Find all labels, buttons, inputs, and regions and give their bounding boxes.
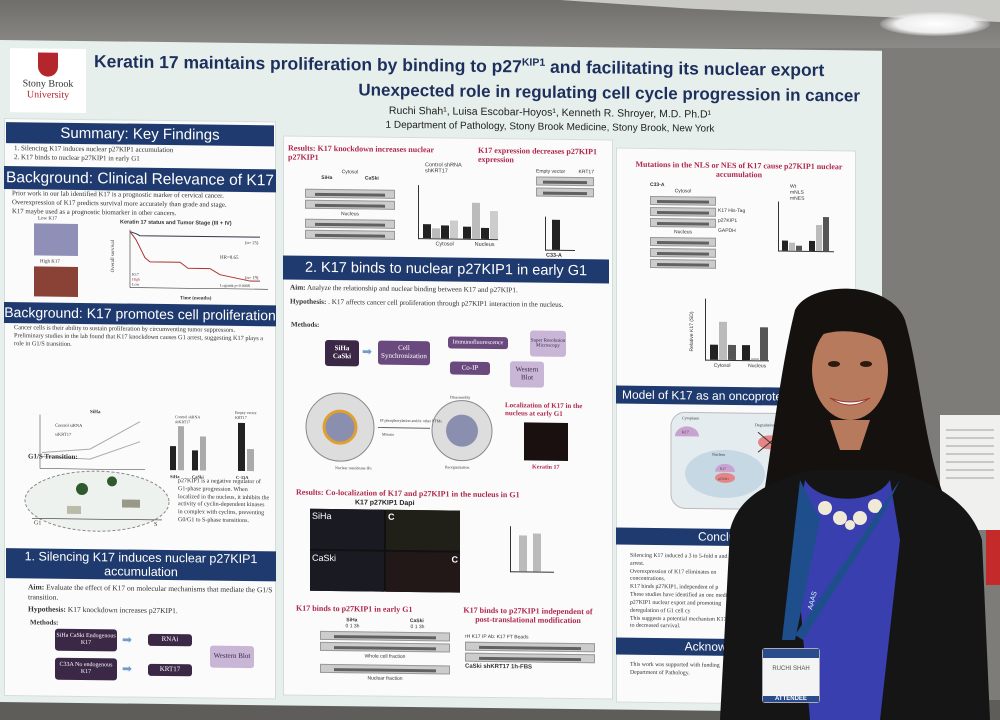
svg-text:Time (months): Time (months) xyxy=(180,296,212,301)
svg-text:Cytoplasm: Cytoplasm xyxy=(682,415,700,420)
flow-krt17: KRT17 xyxy=(148,663,192,677)
mutations-title: Mutations in the NLS or NES of K17 cause… xyxy=(635,159,843,180)
flow-cell-sync: Cell Synchronization xyxy=(378,340,430,366)
arrow-icon: ➡ xyxy=(122,632,133,647)
name-badge: RUCHI SHAH ATTENDEE xyxy=(762,648,820,703)
flow-super-resolution: Super Resolution Microscopy xyxy=(530,330,566,357)
svg-text:KRT17: KRT17 xyxy=(235,415,247,420)
section2-header: 2. K17 binds to nuclear p27KIP1 in early… xyxy=(283,255,609,284)
localization-title: Localization of K17 in the nucleus at ea… xyxy=(505,401,583,418)
flow-rnai: RNAi xyxy=(148,633,192,647)
svg-text:SiHa: SiHa xyxy=(170,474,180,479)
coloc-images: SiHa C CaSki C xyxy=(310,508,460,593)
section1-aim: Aim: Evaluate the effect of K17 on molec… xyxy=(28,582,273,602)
summary-list: 1. Silencing K17 induces nuclear p27KIP1… xyxy=(14,144,174,163)
bind1-title: K17 binds to p27KIP1 in early G1 xyxy=(296,603,413,615)
arrow-icon: ➡ xyxy=(362,344,373,359)
svg-text:Logrank p=0.0008: Logrank p=0.0008 xyxy=(220,283,250,288)
clinical-header: Background: Clinical Relevance of K17 xyxy=(4,166,276,193)
svg-text:C-33A: C-33A xyxy=(236,475,249,480)
high-k17-image xyxy=(34,266,78,297)
keratin-nucleus-diagram: IF phosphorylation and/or other PTMs Mit… xyxy=(305,392,493,471)
svg-text:(n= 19): (n= 19) xyxy=(245,275,259,280)
prolif-bullets: Cancer cells is their ability to sustain… xyxy=(14,324,264,349)
section1-header: 1. Silencing K17 induces nuclear p27KIP1… xyxy=(6,548,276,582)
svg-text:HR=8.65: HR=8.65 xyxy=(220,256,239,261)
results2-chart xyxy=(545,216,575,252)
svg-text:IF phosphorylation and/or othe: IF phosphorylation and/or other PTMs xyxy=(380,418,442,424)
person: AAAS xyxy=(720,288,990,720)
svg-text:siKRT17: siKRT17 xyxy=(55,432,72,437)
svg-text:SiHa: SiHa xyxy=(90,410,101,415)
results1-title: Results: K17 knockdown increases nuclear… xyxy=(288,143,434,162)
flow-siha-caski: SiHa CaSki Endogenous K17 xyxy=(55,628,117,652)
survival-chart: Overall survival HR=8.65 (n= 25) (n= 19)… xyxy=(111,229,268,302)
svg-text:(n= 25): (n= 25) xyxy=(245,240,259,245)
flow-c33a: C33A No endogenous K17 xyxy=(55,657,117,681)
low-k17-image xyxy=(34,223,78,256)
university-logo: Stony Brook University xyxy=(10,48,86,114)
summary-header: Summary: Key Findings xyxy=(6,122,274,147)
prolif-header: Background: K17 promotes cell proliferat… xyxy=(4,302,276,327)
shield-icon xyxy=(38,52,58,77)
bind2-title: K17 binds to p27KIP1 independent of post… xyxy=(463,605,593,626)
poster-subtitle: Unexpected role in regulating cell cycle… xyxy=(358,80,860,106)
flow-western-blot: Western Blot xyxy=(210,645,254,669)
svg-text:Disassembly: Disassembly xyxy=(450,394,470,399)
svg-text:Mitosis: Mitosis xyxy=(382,432,394,437)
ceiling-light xyxy=(880,12,990,36)
svg-text:Low: Low xyxy=(132,282,139,287)
svg-text:Nuclear membrane IFs: Nuclear membrane IFs xyxy=(335,465,372,470)
red-panel xyxy=(986,530,1000,585)
svg-text:S: S xyxy=(154,522,157,528)
department: 1 Department of Pathology, Stony Brook M… xyxy=(385,119,715,135)
flow-coip: Co-IP xyxy=(450,361,490,375)
keratin17-image xyxy=(524,422,568,461)
flow-western-blot-2: Western Blot xyxy=(510,361,544,388)
g1s-diagram: G1 S xyxy=(24,470,170,532)
svg-text:Control siRNA: Control siRNA xyxy=(55,423,83,428)
flow-immunofluorescence: Immunofluorescence xyxy=(448,336,508,350)
poster: Stony Brook University Keratin 17 mainta… xyxy=(0,40,882,713)
svg-text:Degradation: Degradation xyxy=(755,422,775,427)
p27-description: p27KIP1 is a negative regulator of G1-ph… xyxy=(178,478,270,525)
poster-title: Keratin 17 maintains proliferation by bi… xyxy=(94,51,825,81)
clinical-bullets: Prior work in our lab identified K17 is … xyxy=(12,190,227,217)
svg-text:Overall survival: Overall survival xyxy=(111,239,116,272)
svg-text:Reorganization: Reorganization xyxy=(445,464,469,469)
svg-text:K17: K17 xyxy=(682,429,689,434)
svg-text:High: High xyxy=(132,277,140,282)
svg-text:K17: K17 xyxy=(132,272,139,277)
p27-mutation-chart xyxy=(778,201,834,253)
svg-text:Nucleus: Nucleus xyxy=(712,452,726,457)
svg-text:Control shRNA: Control shRNA xyxy=(175,414,200,419)
svg-text:G1: G1 xyxy=(34,520,41,526)
coloc-chart xyxy=(510,526,554,573)
svg-text:p27KIP1: p27KIP1 xyxy=(718,477,729,481)
svg-text:CaSki: CaSki xyxy=(192,474,205,479)
results1-chart xyxy=(418,185,498,241)
results2-title: K17 expression decreases p27KIP1 express… xyxy=(478,145,598,165)
arrow-icon: ➡ xyxy=(122,661,133,676)
bind2-blots: rH K17 IP Ab: K17 FT Beads CaSki shKRT17… xyxy=(465,634,595,672)
svg-text:K17: K17 xyxy=(720,467,726,471)
flow-siha-caski-2: SiHa CaSki xyxy=(325,339,359,367)
svg-text:shKRT17: shKRT17 xyxy=(175,419,190,424)
svg-text:AAAS: AAAS xyxy=(807,590,819,610)
svg-text:Empty vector: Empty vector xyxy=(235,410,257,415)
